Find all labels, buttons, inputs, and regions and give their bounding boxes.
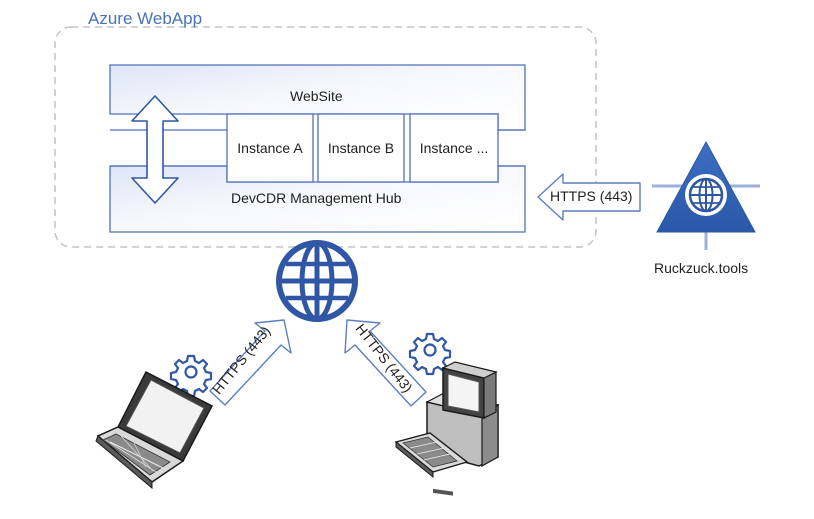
instance-a-box xyxy=(226,113,314,183)
gear-icon xyxy=(408,332,452,376)
instance-b-box xyxy=(317,113,405,183)
instance-more-label: Instance ... xyxy=(419,140,489,156)
management-hub-label: DevCDR Management Hub xyxy=(231,190,402,206)
https-arrow-ruckzuck xyxy=(537,173,641,221)
laptop-icon xyxy=(95,370,214,490)
double-arrow-icon xyxy=(131,95,179,204)
instance-a-label: Instance A xyxy=(237,140,303,156)
azure-webapp-title: Azure WebApp xyxy=(88,9,203,28)
https-arrow-desktop xyxy=(344,319,427,407)
ruckzuck-https-label: HTTPS (443) xyxy=(550,188,633,204)
https-arrow-laptop xyxy=(209,319,292,406)
desktop-pc-icon xyxy=(394,361,500,496)
website-label: WebSite xyxy=(290,88,343,104)
instance-more-box xyxy=(409,113,499,183)
ruckzuck-triangle-icon xyxy=(652,140,760,250)
instance-b-label: Instance B xyxy=(327,140,395,156)
globe-icon xyxy=(276,240,358,322)
ruckzuck-label: Ruckzuck.tools xyxy=(654,260,749,276)
